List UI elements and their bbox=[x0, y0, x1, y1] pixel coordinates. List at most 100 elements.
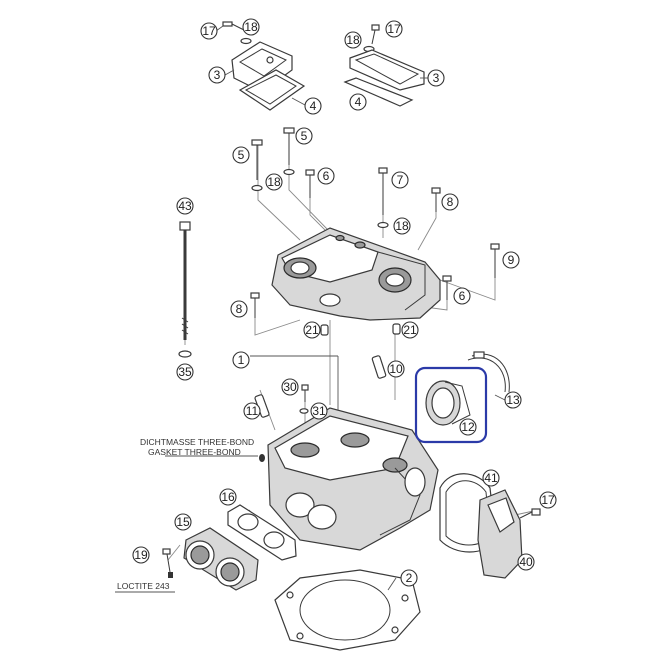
stud-head bbox=[179, 221, 191, 231]
gasket-hole bbox=[286, 591, 294, 599]
callout-2: 2 bbox=[400, 569, 418, 587]
bolt-head bbox=[431, 187, 441, 194]
svg-text:11: 11 bbox=[246, 404, 259, 418]
bolt-head bbox=[301, 384, 309, 391]
cylinder-head bbox=[259, 407, 439, 551]
bolt-tip bbox=[168, 572, 173, 578]
rubber-boot-body bbox=[444, 381, 471, 425]
gasket-inner bbox=[244, 74, 297, 105]
bolt-head bbox=[162, 548, 171, 555]
bolt-shaft bbox=[231, 23, 245, 31]
gasket-label: GASKET THREE-BOND bbox=[148, 447, 241, 457]
callout-9: 9 bbox=[502, 251, 520, 269]
svg-text:12: 12 bbox=[461, 420, 475, 434]
svg-text:15: 15 bbox=[176, 515, 190, 529]
callout-5: 5 bbox=[295, 127, 313, 145]
bolt-head bbox=[378, 167, 388, 174]
leader bbox=[387, 577, 397, 591]
sealant-drop bbox=[259, 454, 265, 462]
callout-18: 18 bbox=[242, 18, 260, 36]
leader-lines bbox=[115, 25, 506, 593]
exhaust-gasket bbox=[227, 504, 297, 561]
stud-thread bbox=[181, 317, 189, 323]
washer bbox=[377, 221, 389, 229]
callout-15: 15 bbox=[174, 513, 192, 531]
svg-text:8: 8 bbox=[447, 195, 454, 209]
gasket-hole bbox=[391, 626, 399, 634]
svg-text:18: 18 bbox=[244, 20, 258, 34]
callout-18: 18 bbox=[265, 173, 283, 191]
guide-line bbox=[257, 145, 301, 241]
svg-text:31: 31 bbox=[312, 404, 326, 418]
callout-7: 7 bbox=[391, 171, 409, 189]
callout-3: 3 bbox=[427, 69, 445, 87]
bolt-head bbox=[251, 139, 263, 146]
cam-seat bbox=[290, 442, 320, 458]
gasket-hole bbox=[296, 632, 304, 640]
camshaft-carrier bbox=[271, 227, 441, 321]
bolt-shaft bbox=[371, 29, 376, 45]
rubber-boot-bore bbox=[431, 387, 455, 419]
guide-line bbox=[417, 192, 437, 251]
pump-face bbox=[487, 497, 515, 533]
valve-sleeve bbox=[371, 355, 387, 379]
svg-text:5: 5 bbox=[301, 129, 308, 143]
exhaust-port bbox=[307, 504, 337, 530]
gasket-outline bbox=[274, 569, 421, 651]
stud-thread bbox=[181, 323, 189, 329]
svg-text:10: 10 bbox=[389, 362, 403, 376]
cover-rib bbox=[239, 48, 287, 77]
callout-30: 30 bbox=[281, 378, 299, 396]
svg-text:18: 18 bbox=[267, 175, 281, 189]
svg-text:3: 3 bbox=[433, 71, 440, 85]
svg-text:17: 17 bbox=[541, 493, 555, 507]
exhaust-port bbox=[285, 492, 315, 518]
callout-10: 10 bbox=[387, 360, 405, 378]
bolt-head bbox=[222, 21, 233, 27]
stud-thread bbox=[181, 329, 189, 335]
bolt-head bbox=[442, 275, 452, 282]
bolt-head bbox=[250, 292, 260, 299]
valve-cover-right bbox=[343, 24, 425, 107]
bolt-boss bbox=[354, 241, 366, 249]
flange-pipe-inner bbox=[190, 545, 210, 565]
bolt-head bbox=[490, 243, 500, 250]
leader bbox=[494, 394, 506, 401]
svg-text:13: 13 bbox=[506, 393, 520, 407]
gasket-hole bbox=[263, 531, 285, 549]
svg-text:21: 21 bbox=[305, 323, 319, 337]
head-gasket bbox=[274, 569, 421, 651]
long-stud bbox=[178, 221, 192, 358]
washer bbox=[299, 408, 309, 414]
dowel bbox=[392, 323, 401, 335]
callout-12: 12 bbox=[459, 418, 477, 436]
svg-text:5: 5 bbox=[238, 148, 245, 162]
intake-rubber bbox=[414, 351, 510, 444]
svg-text:6: 6 bbox=[459, 289, 466, 303]
callout-18: 18 bbox=[393, 217, 411, 235]
svg-text:19: 19 bbox=[134, 548, 148, 562]
svg-text:40: 40 bbox=[519, 555, 533, 569]
svg-text:4: 4 bbox=[355, 95, 362, 109]
callout-21: 21 bbox=[401, 321, 419, 339]
callout-19: 19 bbox=[132, 546, 150, 564]
svg-text:3: 3 bbox=[214, 68, 221, 82]
callout-41: 41 bbox=[482, 469, 500, 487]
callout-40: 40 bbox=[517, 553, 535, 571]
leader bbox=[224, 69, 235, 76]
svg-text:2: 2 bbox=[406, 571, 413, 585]
svg-text:18: 18 bbox=[395, 219, 409, 233]
callout-35: 35 bbox=[176, 363, 194, 381]
bolt-head bbox=[283, 127, 295, 134]
guide-line bbox=[167, 544, 181, 561]
cover-hole bbox=[266, 56, 274, 64]
callout-17: 17 bbox=[385, 20, 403, 38]
loctite-label: LOCTITE 243 bbox=[117, 581, 170, 591]
exhaust-flange bbox=[162, 527, 259, 591]
carrier-edge bbox=[377, 251, 426, 311]
dowel bbox=[320, 324, 329, 336]
svg-text:9: 9 bbox=[508, 253, 515, 267]
callout-4: 4 bbox=[304, 97, 322, 115]
